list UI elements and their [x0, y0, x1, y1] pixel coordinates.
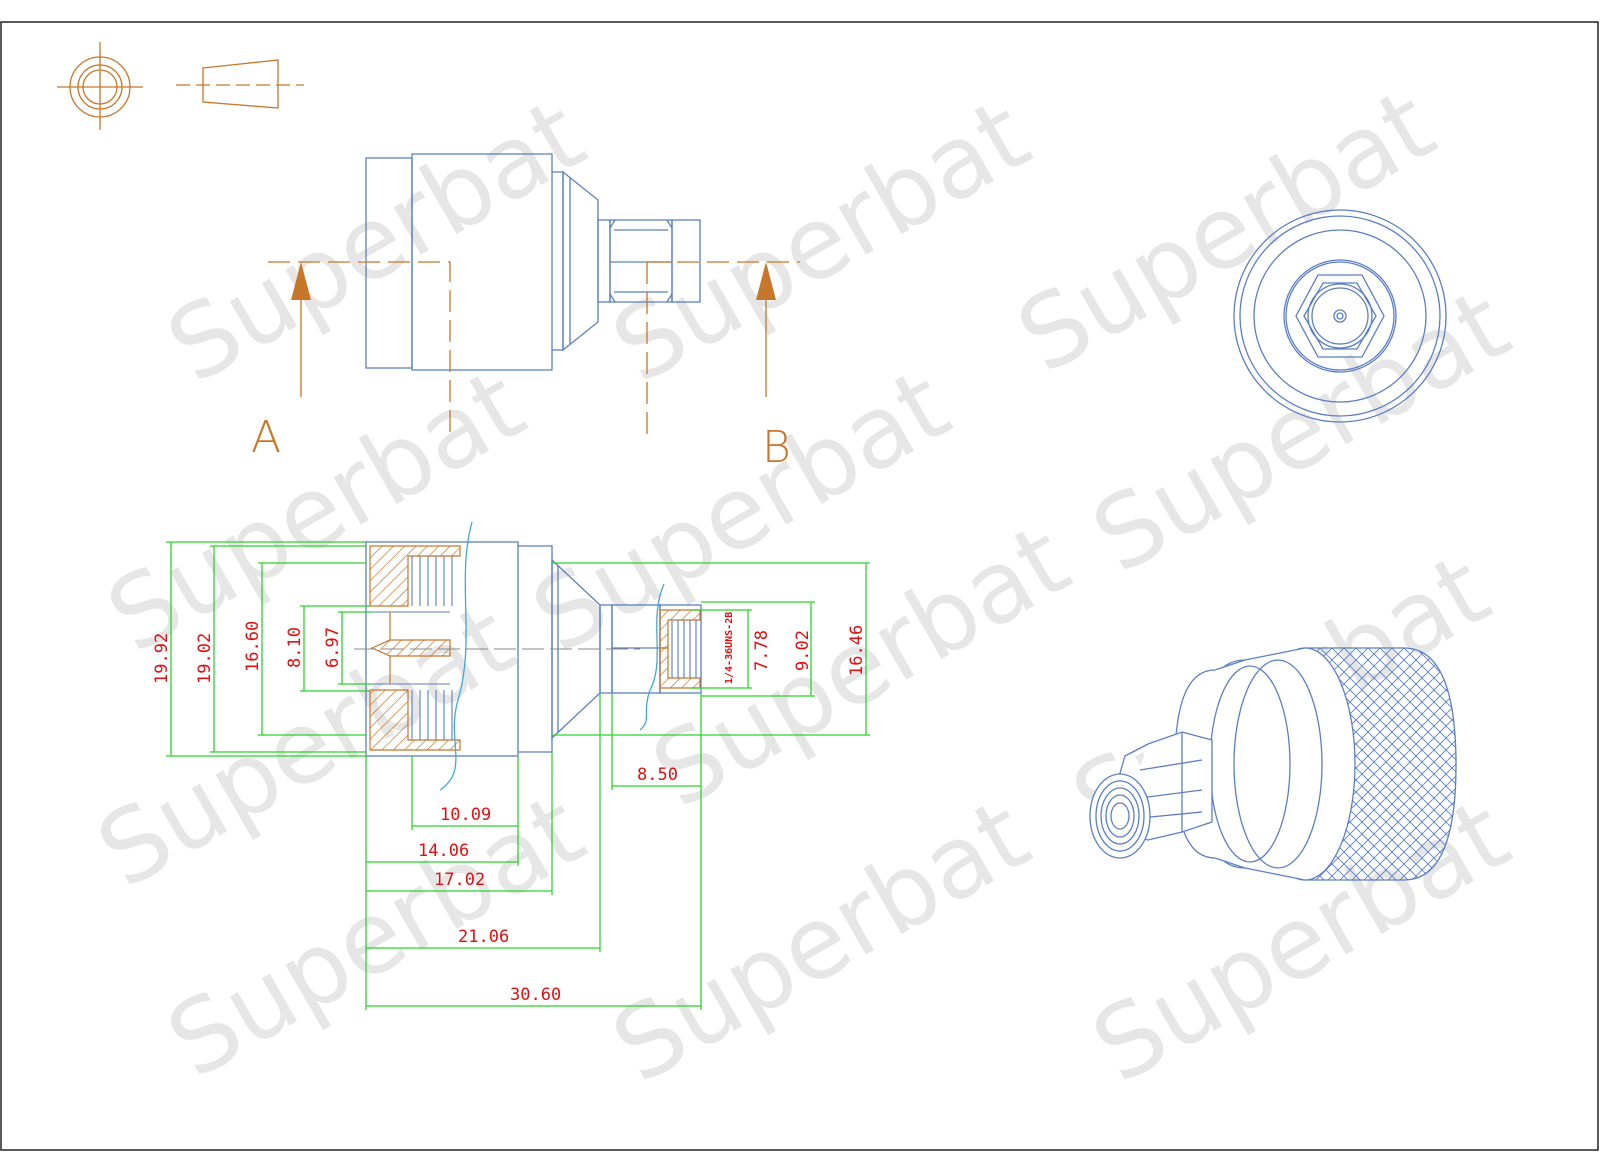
dim-16-60: 16.60: [243, 621, 263, 672]
watermark-text: Superbat: [149, 76, 603, 406]
dim-8-10: 8.10: [285, 627, 305, 668]
center-pin: [370, 639, 451, 657]
dimension-texts: 19.92 19.02 16.60 8.10 6.97 1/4-36UNS-2B…: [152, 612, 867, 1005]
section-hatch-right-top: [659, 609, 701, 649]
dim-thread-spec: 1/4-36UNS-2B: [724, 612, 735, 684]
dim-14-06: 14.06: [418, 841, 469, 861]
dim-17-02: 17.02: [434, 870, 485, 890]
watermark-text: Superbat: [594, 76, 1048, 406]
section-view: [354, 521, 702, 791]
section-arrow-a: [291, 262, 311, 300]
inner-threads-b: [671, 620, 697, 678]
front-end-view: [1233, 209, 1447, 423]
dim-19-02: 19.02: [195, 633, 215, 684]
dim-19-92: 19.92: [152, 633, 172, 684]
dim-9-02: 9.02: [793, 630, 813, 671]
isometric-view: [1089, 647, 1457, 881]
dim-10-09: 10.09: [440, 805, 491, 825]
drawing-border: [0, 21, 1599, 1151]
inner-threads-a: [370, 556, 453, 740]
dim-8-50: 8.50: [637, 765, 678, 785]
dim-7-78: 7.78: [752, 630, 772, 671]
watermark-layer: Superbat Superbat Superbat Superbat Supe…: [79, 66, 1528, 1106]
section-hatch-bottom: [369, 689, 461, 751]
section-label-b: B: [762, 422, 791, 473]
watermark-text: Superbat: [594, 776, 1048, 1106]
dim-21-06: 21.06: [458, 927, 509, 947]
section-hatch-right-bottom: [659, 647, 701, 689]
section-line-markers: [268, 261, 800, 434]
section-label-a: A: [251, 412, 281, 463]
top-side-view: [365, 153, 701, 371]
section-arrow-b: [756, 262, 776, 300]
dim-6-97: 6.97: [323, 627, 343, 668]
dimension-lines: [166, 541, 870, 1010]
projection-symbol: [57, 42, 304, 130]
dim-16-46: 16.46: [847, 625, 867, 676]
dim-30-60: 30.60: [510, 985, 561, 1005]
